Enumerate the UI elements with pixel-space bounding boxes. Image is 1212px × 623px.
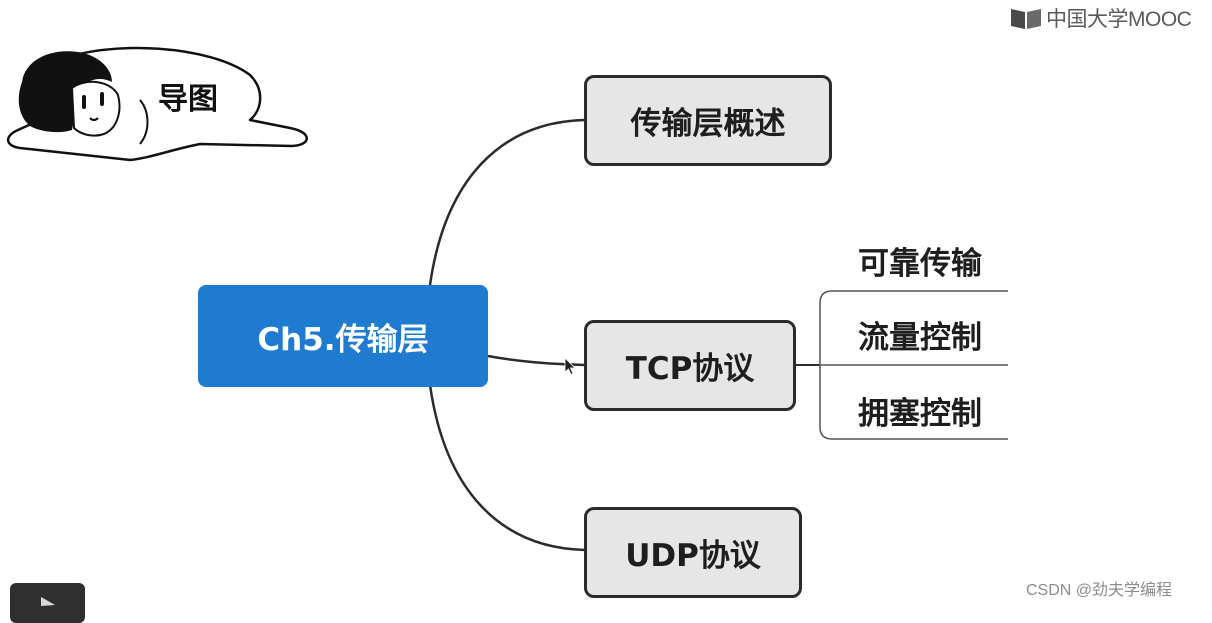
branch-node-overview: 传输层概述 [584,75,832,166]
play-button[interactable] [10,583,85,623]
connector-overview [428,118,586,286]
mouse-pointer-icon [564,357,576,376]
tcp-child-congestion-control: 拥塞控制 [858,396,982,432]
lying-cartoon-character [6,46,308,162]
csdn-credit: CSDN @劲夫学编程 [1026,582,1173,599]
book-icon [1011,9,1041,29]
root-node: Ch5.传输层 [198,285,488,387]
play-icon [41,597,55,606]
branch-label-udp: UDP协议 [625,538,761,574]
tcp-child-flow-control: 流量控制 [858,320,982,356]
mindmap-connectors [428,118,1008,552]
branch-label-overview: 传输层概述 [630,106,786,142]
branch-label-tcp: TCP协议 [625,351,755,387]
connector-tcp [487,354,586,367]
mascot-label: 导图 [158,82,218,117]
root-node-label: Ch5.传输层 [257,321,429,358]
tcp-child-reliable-transfer: 可靠传输 [858,246,982,282]
branch-node-tcp: TCP协议 [584,320,796,411]
mascot: 导图 [0,40,320,170]
mooc-watermark: 中国大学MOOC [1010,4,1192,32]
connector-udp [428,384,586,552]
branch-node-udp: UDP协议 [584,507,802,598]
mooc-watermark-text: 中国大学MOOC [1046,8,1192,31]
